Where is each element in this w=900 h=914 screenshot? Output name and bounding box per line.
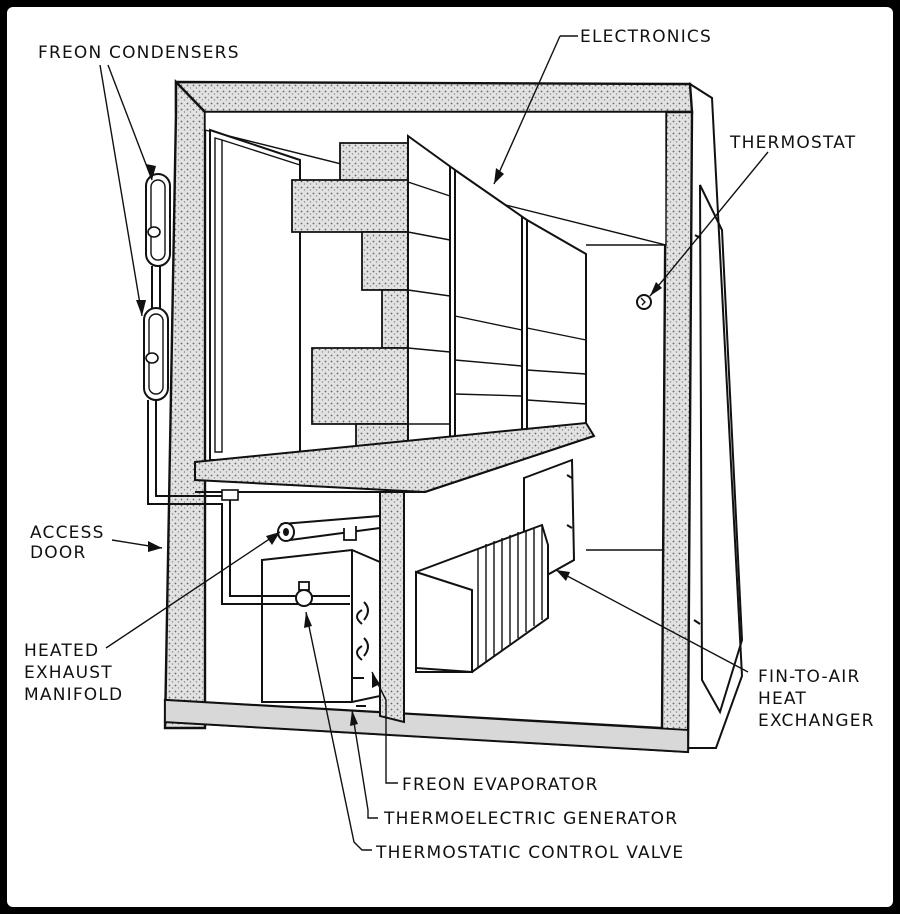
manifold-pipe-bore <box>283 528 289 536</box>
label-access-door-2: DOOR <box>30 543 86 563</box>
leader-freon-condensers-2 <box>99 64 143 317</box>
rack-front-col-3 <box>526 218 587 439</box>
leader-thermoelectric-generator <box>351 709 378 819</box>
electronics-rack <box>194 128 596 494</box>
condenser-upper-inner <box>150 179 166 261</box>
condenser-drop-tube <box>147 400 157 488</box>
service-panel-latch-bottom <box>566 524 573 529</box>
leader-fin-to-air <box>555 569 749 673</box>
evaporator-fittings <box>352 677 366 707</box>
freon-condensers <box>143 173 171 488</box>
cabinet-left-wall <box>163 79 207 730</box>
condenser-fitting-lower <box>145 352 159 364</box>
label-fin-to-air-3: EXCHANGER <box>758 711 875 731</box>
heat-exchanger <box>415 523 549 674</box>
manifold-stub <box>343 526 357 541</box>
label-heated-exhaust-1: HEATED <box>24 641 99 661</box>
leader-lines <box>99 35 769 851</box>
condenser-fitting-upper <box>147 226 161 238</box>
label-heated-exhaust-2: EXHAUST <box>24 663 113 683</box>
condenser-upper <box>145 173 171 267</box>
rack-top-rail <box>221 139 301 166</box>
freon-tubing <box>147 488 350 607</box>
center-divider <box>379 491 405 724</box>
cabinet <box>163 79 744 754</box>
heat-exchanger-fins <box>477 526 543 668</box>
leader-freon-evaporator <box>371 671 398 784</box>
lower-compartment <box>147 458 576 724</box>
label-heated-exhaust-3: MANIFOLD <box>24 685 123 705</box>
tube-elbow-joint <box>221 489 239 501</box>
freon-tube-inner <box>147 488 296 605</box>
thermoelectric-generator-box <box>261 548 381 703</box>
label-electronics: ELECTRONICS <box>580 27 712 47</box>
side-door-hinge-bottom <box>693 619 701 625</box>
leader-thermostatic-valve <box>305 611 372 851</box>
shelf-front-edge <box>424 435 595 493</box>
cabinet-top-wall <box>174 80 694 114</box>
label-freon-condensers: FREON CONDENSERS <box>38 43 240 63</box>
label-freon-evaporator: FREON EVAPORATOR <box>402 775 599 795</box>
rack-front-col-2 <box>454 168 528 454</box>
evaporator-coil-lower <box>356 637 369 661</box>
rack-left-panel <box>209 128 301 461</box>
label-thermostatic-control-valve: THERMOSTATIC CONTROL VALVE <box>375 843 684 863</box>
label-access-door-1: ACCESS <box>30 523 105 543</box>
leader-freon-condensers-1 <box>107 64 153 181</box>
label-fin-to-air-1: FIN-TO-AIR <box>758 667 861 687</box>
condenser-link-tube <box>151 266 161 308</box>
module-3 <box>361 231 409 291</box>
module-4 <box>381 289 409 349</box>
cabinet-floor-edge <box>164 699 689 753</box>
rack-shelf-lines <box>407 181 587 425</box>
service-panel-latch-top <box>566 474 573 479</box>
leader-electronics <box>493 35 561 185</box>
label-thermoelectric-generator: THERMOELECTRIC GENERATOR <box>383 809 678 829</box>
rack-left-rail <box>214 137 223 453</box>
side-door-frame <box>699 184 744 715</box>
thermostat-icon <box>636 294 652 310</box>
label-fin-to-air-2: HEAT <box>758 689 807 709</box>
thermostat-dial-mark <box>640 297 646 306</box>
exhaust-manifold <box>277 514 381 542</box>
evaporator-coil-upper <box>356 601 369 625</box>
module-2 <box>291 179 409 233</box>
module-1 <box>339 142 409 183</box>
thermostatic-control-valve-icon <box>295 589 313 607</box>
module-5 <box>311 347 409 425</box>
valve-bonnet <box>298 581 310 591</box>
thermostat <box>636 294 652 310</box>
leader-heated-exhaust <box>105 531 281 649</box>
heat-exchanger-front <box>415 570 473 674</box>
leader-thermostat <box>649 151 769 297</box>
label-thermostat: THERMOSTAT <box>729 133 856 153</box>
labels: FREON CONDENSERS ELECTRONICS THERMOSTAT … <box>24 27 875 863</box>
side-door-hinge-top <box>694 234 701 239</box>
